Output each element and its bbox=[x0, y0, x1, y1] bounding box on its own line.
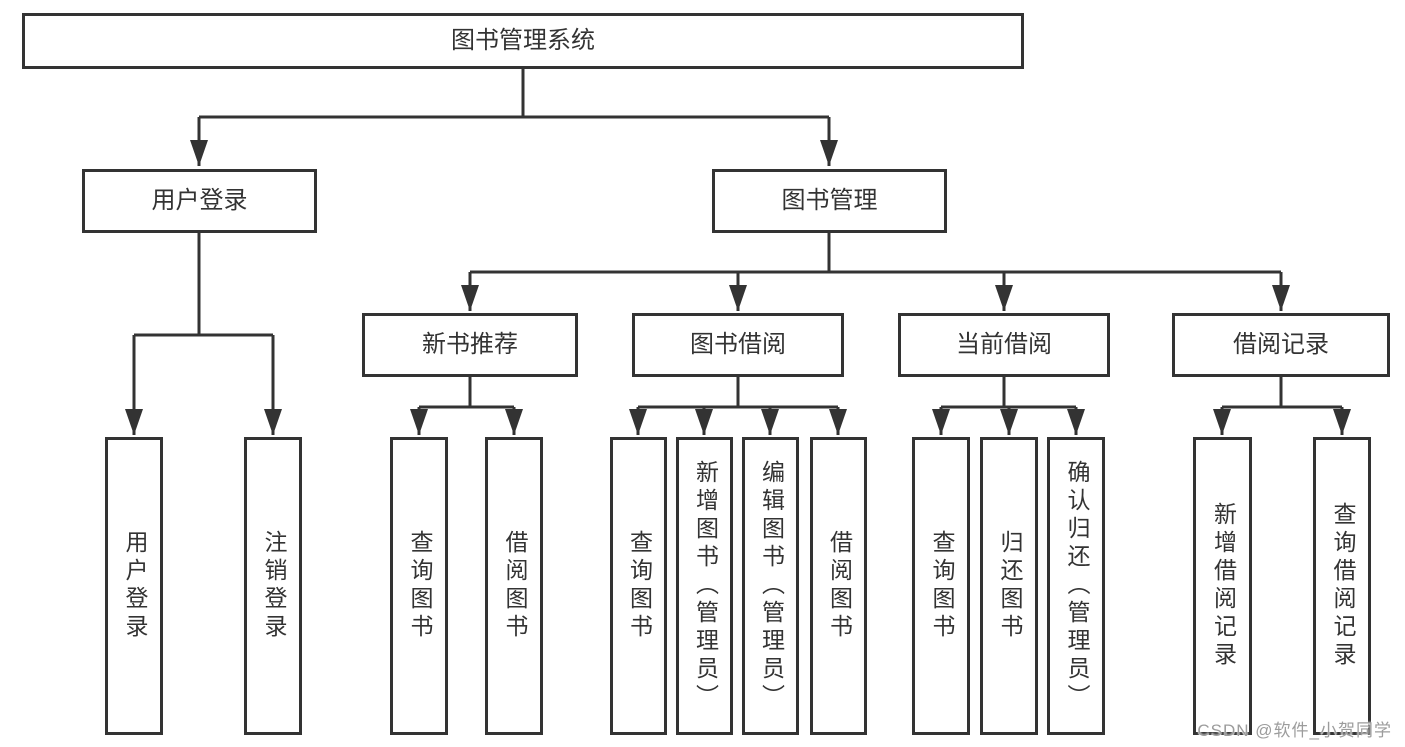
leaf-label: 新增借阅记录 bbox=[1210, 502, 1237, 670]
leaf-query-books: 查询图书 bbox=[390, 437, 448, 735]
leaf-label: 借阅图书 bbox=[826, 530, 853, 642]
leaf-user-login: 用户登录 bbox=[105, 437, 163, 735]
leaf-label: 用户登录 bbox=[121, 530, 148, 642]
leaf-query-books: 查询图书 bbox=[610, 437, 667, 735]
node-root: 图书管理系统 bbox=[22, 13, 1024, 69]
leaf-edit-books-admin: 编辑图书（管理员） bbox=[742, 437, 799, 735]
leaf-label: 查询图书 bbox=[928, 530, 955, 642]
node-new-book-recommend: 新书推荐 bbox=[362, 313, 578, 377]
node-user-login: 用户登录 bbox=[82, 169, 317, 233]
node-root-label: 图书管理系统 bbox=[451, 27, 595, 55]
leaf-query-books: 查询图书 bbox=[912, 437, 970, 735]
leaf-label: 编辑图书（管理员） bbox=[758, 460, 785, 712]
node-label: 图书借阅 bbox=[690, 331, 786, 359]
node-borrow-records: 借阅记录 bbox=[1172, 313, 1390, 377]
leaf-add-books-admin: 新增图书（管理员） bbox=[676, 437, 733, 735]
leaf-label: 查询图书 bbox=[626, 530, 653, 642]
connector-trunks bbox=[134, 69, 1342, 409]
node-label: 借阅记录 bbox=[1233, 331, 1329, 359]
leaf-label: 归还图书 bbox=[996, 530, 1023, 642]
leaf-add-borrow-record: 新增借阅记录 bbox=[1193, 437, 1252, 735]
leaf-label: 确认归还（管理员） bbox=[1063, 460, 1090, 712]
leaf-return-books: 归还图书 bbox=[980, 437, 1038, 735]
leaf-borrow-books: 借阅图书 bbox=[810, 437, 867, 735]
leaf-query-borrow-record: 查询借阅记录 bbox=[1313, 437, 1371, 735]
leaf-borrow-books: 借阅图书 bbox=[485, 437, 543, 735]
leaf-label: 新增图书（管理员） bbox=[692, 460, 719, 712]
leaf-label: 查询图书 bbox=[406, 530, 433, 642]
leaf-confirm-return-admin: 确认归还（管理员） bbox=[1047, 437, 1105, 735]
node-label: 用户登录 bbox=[151, 187, 248, 215]
leaf-label: 借阅图书 bbox=[501, 530, 528, 642]
node-label: 图书管理 bbox=[781, 187, 878, 215]
csdn-watermark: CSDN @软件_小贺同学 bbox=[1197, 721, 1392, 740]
leaf-logout: 注销登录 bbox=[244, 437, 302, 735]
node-label: 新书推荐 bbox=[422, 331, 518, 359]
node-label: 当前借阅 bbox=[956, 331, 1052, 359]
node-current-borrow: 当前借阅 bbox=[898, 313, 1110, 377]
node-book-management: 图书管理 bbox=[712, 169, 947, 233]
node-book-borrow: 图书借阅 bbox=[632, 313, 844, 377]
leaf-label: 注销登录 bbox=[260, 530, 287, 642]
leaf-label: 查询借阅记录 bbox=[1329, 502, 1356, 670]
